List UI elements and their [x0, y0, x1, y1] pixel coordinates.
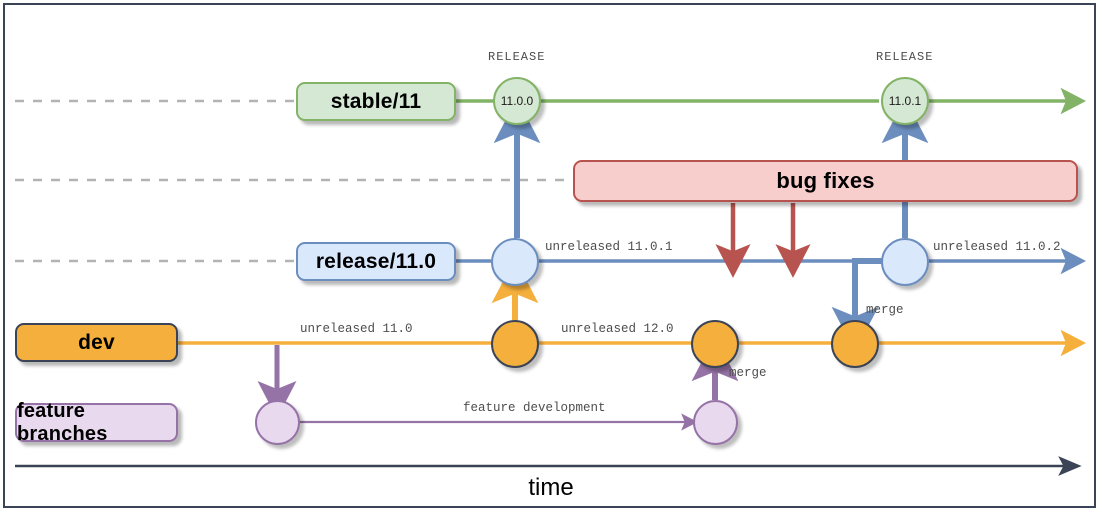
- diagram-frame: [3, 3, 1096, 508]
- node-release-a[interactable]: [491, 238, 539, 286]
- edge-label-release-unreleased-1102: unreleased 11.0.2: [933, 240, 1061, 254]
- node-release-b[interactable]: [881, 238, 929, 286]
- edge-label-release-unreleased-1101: unreleased 11.0.1: [545, 240, 673, 254]
- edge-label-merge-release-to-dev: merge: [866, 303, 904, 317]
- node-feature-a[interactable]: [255, 400, 300, 445]
- node-dev-c[interactable]: [831, 320, 879, 368]
- node-stable-11-0-1[interactable]: 11.0.1: [881, 77, 929, 125]
- lane-label-feature[interactable]: feature branches: [15, 400, 178, 445]
- node-dev-a[interactable]: [491, 320, 539, 368]
- time-axis-label: time: [528, 474, 574, 501]
- lane-label-dev[interactable]: dev: [15, 323, 178, 362]
- lane-label-stable[interactable]: stable/11: [296, 82, 456, 121]
- edge-label-feature-development: feature development: [463, 401, 606, 415]
- node-feature-b[interactable]: [693, 400, 738, 445]
- release-tag-1101: RELEASE: [876, 50, 934, 64]
- edge-label-merge-feature-to-dev: merge: [729, 366, 767, 380]
- edge-label-dev-unreleased-110: unreleased 11.0: [300, 322, 413, 336]
- bug-fixes-callout[interactable]: bug fixes: [573, 160, 1078, 202]
- release-tag-1100: RELEASE: [488, 50, 546, 64]
- node-stable-11-0-0[interactable]: 11.0.0: [493, 77, 541, 125]
- lane-guide-dashes: [15, 99, 580, 263]
- lane-label-release[interactable]: release/11.0: [296, 242, 456, 281]
- node-dev-b[interactable]: [691, 320, 739, 368]
- edge-label-dev-unreleased-120: unreleased 12.0: [561, 322, 674, 336]
